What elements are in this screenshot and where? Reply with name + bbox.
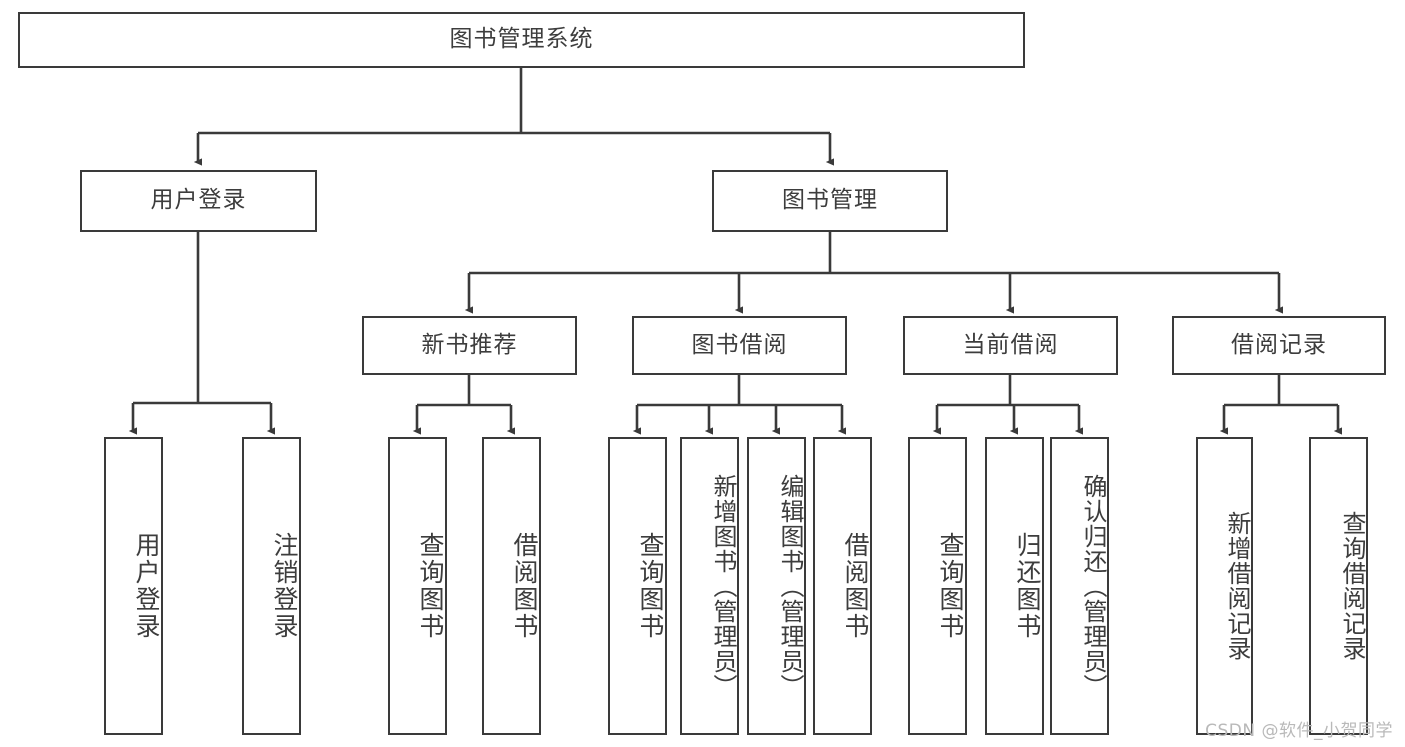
node-label: 新增借阅记录 bbox=[1223, 511, 1251, 661]
leaf-book-borrow-add-book-admin[interactable]: 新增图书（管理员） bbox=[680, 437, 739, 735]
leaf-book-borrow-edit-book-admin[interactable]: 编辑图书（管理员） bbox=[747, 437, 806, 735]
node-label: 归还图书 bbox=[1013, 532, 1042, 640]
leaf-new-book-query-book[interactable]: 查询图书 bbox=[388, 437, 447, 735]
node-label: 图书借阅 bbox=[691, 331, 788, 358]
node-user-login[interactable]: 用户登录 bbox=[80, 170, 317, 232]
leaf-current-borrow-query-book[interactable]: 查询图书 bbox=[908, 437, 967, 735]
node-label: 用户登录 bbox=[150, 187, 247, 214]
leaf-book-borrow-borrow-book[interactable]: 借阅图书 bbox=[813, 437, 872, 735]
node-label: 借阅图书 bbox=[841, 532, 870, 640]
node-new-book-recommend[interactable]: 新书推荐 bbox=[362, 316, 577, 375]
node-label: 新书推荐 bbox=[421, 331, 518, 358]
node-book-management[interactable]: 图书管理 bbox=[712, 170, 948, 232]
leaf-user-login-login[interactable]: 用户登录 bbox=[104, 437, 163, 735]
node-label: 查询图书 bbox=[936, 532, 965, 640]
node-book-borrow[interactable]: 图书借阅 bbox=[632, 316, 847, 375]
leaf-borrow-records-add-record[interactable]: 新增借阅记录 bbox=[1196, 437, 1253, 735]
leaf-current-borrow-return-book[interactable]: 归还图书 bbox=[985, 437, 1044, 735]
leaf-new-book-borrow-book[interactable]: 借阅图书 bbox=[482, 437, 541, 735]
node-label: 注销登录 bbox=[270, 532, 299, 640]
leaf-book-borrow-query-book[interactable]: 查询图书 bbox=[608, 437, 667, 735]
leaf-current-borrow-confirm-return-admin[interactable]: 确认归还（管理员） bbox=[1050, 437, 1109, 735]
leaf-user-login-logout[interactable]: 注销登录 bbox=[242, 437, 301, 735]
node-label: 当前借阅 bbox=[962, 331, 1059, 358]
node-label: 用户登录 bbox=[132, 532, 161, 640]
node-label: 编辑图书（管理员） bbox=[776, 473, 804, 699]
node-label: 借阅记录 bbox=[1231, 331, 1327, 358]
node-label: 新增图书（管理员） bbox=[709, 473, 737, 699]
node-label: 查询借阅记录 bbox=[1338, 511, 1366, 661]
leaf-borrow-records-query-record[interactable]: 查询借阅记录 bbox=[1309, 437, 1368, 735]
node-borrow-records[interactable]: 借阅记录 bbox=[1172, 316, 1386, 375]
node-label: 图书管理系统 bbox=[449, 26, 594, 53]
node-current-borrow[interactable]: 当前借阅 bbox=[903, 316, 1118, 375]
node-label: 图书管理 bbox=[782, 187, 878, 214]
watermark: CSDN @软件_小贺同学 bbox=[1205, 721, 1393, 741]
node-label: 借阅图书 bbox=[510, 532, 539, 640]
node-label: 确认归还（管理员） bbox=[1079, 473, 1107, 699]
node-label: 查询图书 bbox=[636, 532, 665, 640]
node-root-book-management-system[interactable]: 图书管理系统 bbox=[18, 12, 1025, 68]
node-label: 查询图书 bbox=[416, 532, 445, 640]
